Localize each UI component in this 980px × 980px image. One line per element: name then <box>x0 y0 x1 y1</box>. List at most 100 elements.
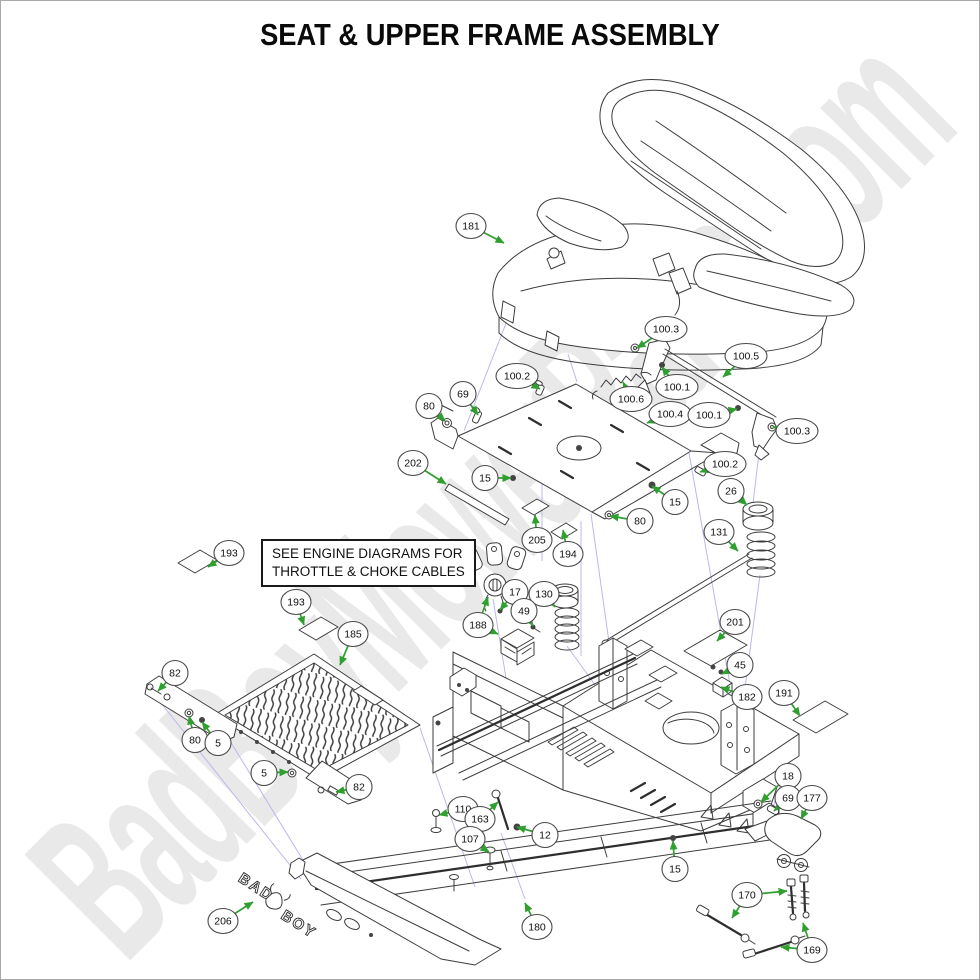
callout-5: 5 <box>250 759 289 787</box>
svg-text:100.6: 100.6 <box>618 394 644 406</box>
callout-131: 131 <box>703 518 739 552</box>
svg-text:206: 206 <box>214 916 232 928</box>
svg-text:26: 26 <box>725 486 737 498</box>
svg-text:100.5: 100.5 <box>733 351 759 363</box>
main-frame-illustration <box>432 637 800 834</box>
pads-illustration <box>177 483 849 734</box>
callout-100.6: 100.6 <box>609 381 653 413</box>
svg-text:169: 169 <box>803 945 821 957</box>
spring-cap-26-131 <box>601 501 776 647</box>
bull-head-icon <box>265 892 283 910</box>
callout-100.2: 100.2 <box>495 362 541 390</box>
callout-80: 80 <box>609 507 654 535</box>
callout-15: 15 <box>661 840 689 883</box>
callout-205: 205 <box>521 514 553 554</box>
svg-text:80: 80 <box>189 735 201 747</box>
logo-word-boy: BOY <box>278 907 320 942</box>
svg-text:69: 69 <box>457 389 469 401</box>
callout-45: 45 <box>721 651 754 679</box>
svg-text:12: 12 <box>539 830 551 842</box>
svg-text:15: 15 <box>479 473 491 485</box>
svg-text:193: 193 <box>287 597 305 609</box>
svg-text:181: 181 <box>462 221 480 233</box>
svg-text:18: 18 <box>782 771 794 783</box>
seat-illustration <box>492 79 865 371</box>
note-line-2: THROTTLE & CHOKE CABLES <box>272 564 465 580</box>
svg-text:49: 49 <box>518 606 530 618</box>
callout-100.1: 100.1 <box>687 401 738 429</box>
svg-text:163: 163 <box>471 814 489 826</box>
svg-text:182: 182 <box>738 692 756 704</box>
svg-text:170: 170 <box>738 890 756 902</box>
callout-100.1: 100.1 <box>655 366 699 401</box>
svg-text:107: 107 <box>461 834 479 846</box>
callout-12: 12 <box>516 821 559 849</box>
callout-100.3: 100.3 <box>636 315 688 349</box>
callout-100.5: 100.5 <box>722 342 768 378</box>
floor-mat-illustration <box>144 653 421 805</box>
callout-100.3: 100.3 <box>772 417 819 445</box>
callout-69: 69 <box>449 380 479 416</box>
svg-text:100.2: 100.2 <box>504 371 530 383</box>
callout-107: 107 <box>454 825 490 853</box>
svg-text:45: 45 <box>734 660 746 672</box>
note-line-1: SEE ENGINE DIAGRAMS FOR <box>272 546 463 561</box>
callout-188: 188 <box>462 596 499 639</box>
svg-text:17: 17 <box>509 587 521 599</box>
callout-26: 26 <box>717 477 748 506</box>
callout-5: 5 <box>201 721 232 757</box>
callout-80: 80 <box>415 392 446 422</box>
svg-text:100.3: 100.3 <box>653 324 679 336</box>
svg-text:202: 202 <box>404 458 422 470</box>
svg-text:15: 15 <box>669 864 681 876</box>
callout-177: 177 <box>796 784 828 820</box>
guide-lines <box>152 312 797 900</box>
svg-text:100.1: 100.1 <box>664 382 690 394</box>
callout-180: 180 <box>521 902 553 941</box>
callout-130: 130 <box>528 580 560 608</box>
callout-191: 191 <box>768 679 801 717</box>
svg-text:205: 205 <box>528 535 546 547</box>
svg-text:193: 193 <box>220 548 238 560</box>
svg-text:131: 131 <box>710 527 728 539</box>
callout-182: 182 <box>720 683 763 711</box>
callout-169: 169 <box>780 922 828 964</box>
callout-18: 18 <box>760 762 802 803</box>
svg-text:80: 80 <box>423 401 435 413</box>
front-frame-illustration <box>288 800 780 966</box>
svg-text:177: 177 <box>803 793 821 805</box>
svg-text:180: 180 <box>528 922 546 934</box>
svg-text:100.3: 100.3 <box>784 426 810 438</box>
svg-text:15: 15 <box>669 497 681 509</box>
svg-text:69: 69 <box>782 793 794 805</box>
callout-100.4: 100.4 <box>646 400 692 428</box>
engine-diagrams-note: SEE ENGINE DIAGRAMS FOR THROTTLE & CHOKE… <box>261 539 476 588</box>
callout-206: 206 <box>207 901 254 935</box>
svg-text:5: 5 <box>261 768 267 780</box>
svg-text:100.4: 100.4 <box>657 409 683 421</box>
callout-201: 201 <box>716 608 751 642</box>
page-title: SEAT & UPPER FRAME ASSEMBLY <box>260 17 720 52</box>
callout-82: 82 <box>157 659 189 692</box>
callout-202: 202 <box>397 449 447 485</box>
callout-193: 193 <box>280 588 312 626</box>
callout-15: 15 <box>651 485 689 516</box>
svg-text:194: 194 <box>559 549 577 561</box>
seat-plate-illustration <box>430 383 740 520</box>
roller-bracket-illustration <box>744 805 822 872</box>
svg-text:80: 80 <box>634 516 646 528</box>
relay-illustration <box>500 628 535 666</box>
svg-text:188: 188 <box>469 620 487 632</box>
callout-49: 49 <box>510 597 538 627</box>
callout-layer: 181 100.3 100.5 100.2 100.1 100.6 100.4 100.1 10… <box>157 212 828 964</box>
svg-text:201: 201 <box>726 617 744 629</box>
svg-text:191: 191 <box>775 688 793 700</box>
svg-text:82: 82 <box>353 782 365 794</box>
callout-82: 82 <box>335 773 373 801</box>
callout-100.2: 100.2 <box>699 450 747 478</box>
callout-193: 193 <box>207 539 245 568</box>
callout-185: 185 <box>337 620 369 666</box>
svg-text:185: 185 <box>344 629 362 641</box>
